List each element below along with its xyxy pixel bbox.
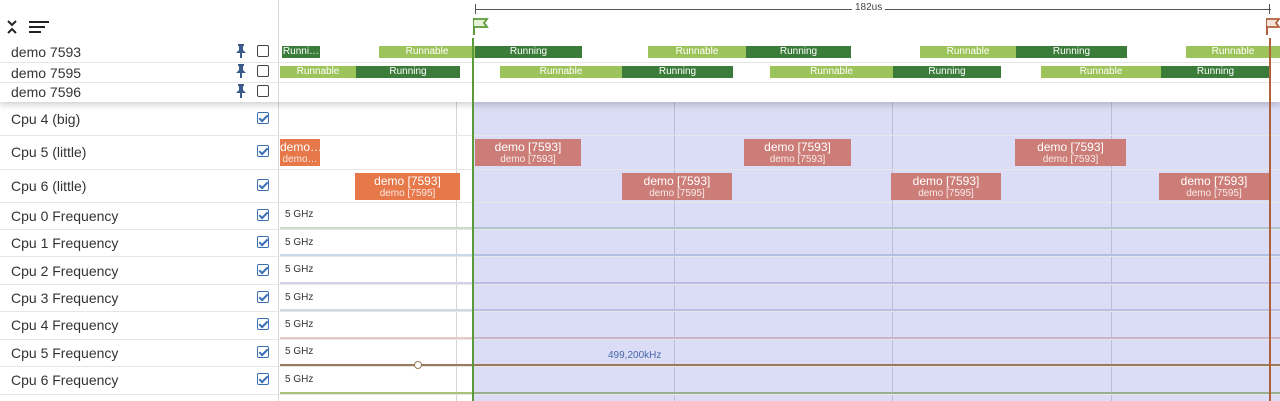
thread-state-running[interactable]: Running [746,46,851,58]
track-checkbox[interactable] [257,145,269,157]
track-checkbox[interactable] [257,264,269,276]
track-title: Cpu 5 Frequency [11,345,119,361]
cpu-slice[interactable]: demo [7593]demo [7595] [622,173,732,200]
thread-state-runnable[interactable]: Runnable [920,46,1016,58]
selection-duration-label: 182us [852,2,886,13]
thread-state-runnable[interactable]: Runnable [1186,46,1280,58]
track-checkbox[interactable] [257,318,269,330]
track-checkbox[interactable] [257,179,269,191]
sort-lines-icon[interactable] [29,21,49,35]
track-title: Cpu 4 Frequency [11,317,119,333]
thread-state-running[interactable]: Running [356,66,460,78]
selection-start-marker[interactable] [472,38,474,401]
thread-state-runnable[interactable]: Runnable [770,66,893,78]
freq-scale-label: 5 GHz [285,264,314,275]
freq-scale-label: 5 GHz [285,346,314,357]
track-checkbox[interactable] [257,85,269,97]
freq-tooltip: 499,200kHz [608,350,662,361]
flag-icon[interactable] [1264,16,1280,36]
track-checkbox[interactable] [257,291,269,303]
thread-state-runnable[interactable]: Runnable [379,46,475,58]
selection-end-marker[interactable] [1269,38,1271,401]
collapse-all-icon[interactable] [6,19,18,37]
cpu-slice[interactable]: demo…demo… [280,139,320,166]
cpu-slice[interactable]: demo [7593]demo [7593] [744,139,851,166]
flag-icon[interactable] [471,16,491,36]
track-title: Cpu 5 (little) [11,144,87,160]
pin-icon[interactable] [235,84,247,98]
thread-state-running[interactable]: Running [622,66,733,78]
sidebar-divider[interactable] [278,102,279,401]
time-ruler[interactable]: 182us [279,0,1280,38]
track-title: demo 7596 [11,84,82,100]
track-title: Cpu 0 Frequency [11,208,119,224]
track-checkbox[interactable] [257,112,269,124]
pin-icon[interactable] [235,44,247,58]
track-checkbox[interactable] [257,65,269,77]
freq-scale-label: 5 GHz [285,374,314,385]
track-checkbox[interactable] [257,373,269,385]
freq-scale-label: 5 GHz [285,209,314,220]
grid-line [1111,0,1112,401]
track-checkbox[interactable] [257,209,269,221]
cpu-slice[interactable]: demo [7593]demo [7593] [475,139,581,166]
thread-state-running[interactable]: Running [475,46,582,58]
freq-line [280,392,1280,394]
track-checkbox[interactable] [257,236,269,248]
grid-line [674,0,675,401]
track-title: demo 7593 [11,44,82,60]
cpu-slice[interactable]: demo [7593]demo [7595] [891,173,1001,200]
grid-line [892,0,893,401]
track-title: Cpu 6 Frequency [11,372,119,388]
track-title: Cpu 3 Frequency [11,290,119,306]
thread-state-running[interactable]: Running [893,66,1001,78]
freq-line [280,227,1280,229]
thread-state-runnable[interactable]: Runnable [1041,66,1161,78]
thread-state-runnable[interactable]: Runnable [500,66,622,78]
freq-scale-label: 5 GHz [285,292,314,303]
thread-state-runnable[interactable]: Runnable [648,46,746,58]
freq-line [280,364,1280,366]
freq-line [280,337,1280,339]
pin-icon[interactable] [235,64,247,78]
track-checkbox[interactable] [257,346,269,358]
thread-state-runnable[interactable]: Runnable [280,66,356,78]
track-title: demo 7595 [11,65,82,81]
time-selection-area[interactable] [473,102,1280,401]
pinned-tracks-panel: 182us demo 7593 demo 7595 demo 7596 [0,0,1280,102]
track-checkbox[interactable] [257,45,269,57]
freq-line [280,254,1280,256]
cpu-slice[interactable]: demo [7593]demo [7595] [1159,173,1269,200]
cpu-slice[interactable]: demo [7593]demo [7595] [355,173,460,200]
track-title: Cpu 6 (little) [11,178,87,194]
cpu-slice[interactable]: demo [7593]demo [7593] [1015,139,1126,166]
thread-state-running[interactable]: Runni… [282,46,320,58]
thread-state-running[interactable]: Running [1161,66,1270,78]
track-title: Cpu 1 Frequency [11,235,119,251]
freq-point [414,361,422,369]
track-title: Cpu 2 Frequency [11,263,119,279]
thread-state-running[interactable]: Running [1016,46,1127,58]
freq-line [280,282,1280,284]
freq-line [280,309,1280,311]
track-title: Cpu 4 (big) [11,111,81,127]
freq-scale-label: 5 GHz [285,237,314,248]
grid-line [456,0,457,401]
freq-scale-label: 5 GHz [285,319,314,330]
